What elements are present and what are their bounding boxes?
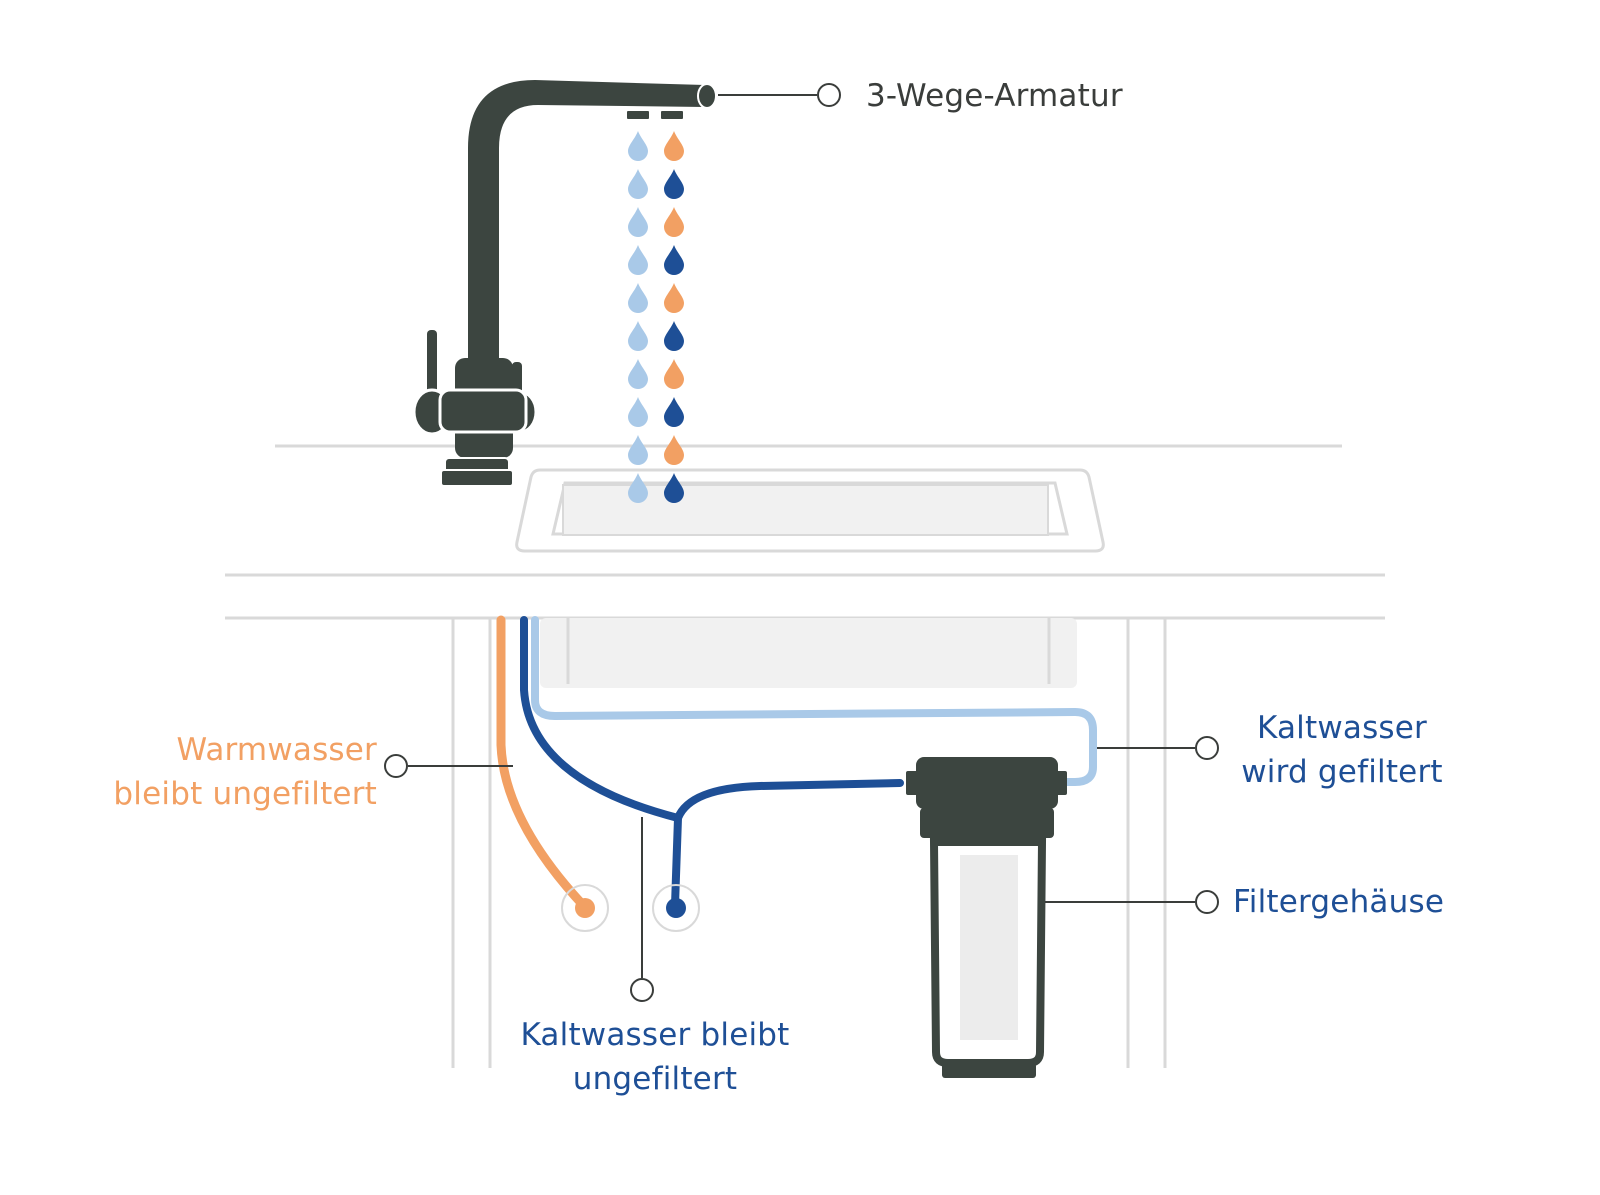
- filtered-water-drop: [628, 207, 648, 237]
- cold-water-pipe: [520, 616, 683, 909]
- cold-water-drop: [664, 473, 684, 503]
- filtered-water-drop: [628, 397, 648, 427]
- water-droplets: [628, 131, 684, 503]
- cold-water-branch: [674, 779, 904, 822]
- sink: [515, 468, 1105, 688]
- leader-lines: [384, 83, 1219, 1002]
- filtered-water-drop: [628, 283, 648, 313]
- warm-label-line1: Warmwasser: [176, 732, 377, 768]
- cold-unfiltered-label-line2: ungefiltert: [572, 1061, 738, 1097]
- filter-housing: [906, 757, 1067, 1078]
- cold-water-drop: [664, 245, 684, 275]
- warm-water-pipe: [496, 615, 588, 910]
- label-cold-unfiltered: Kaltwasser bleibt ungefiltert: [490, 1013, 820, 1101]
- label-filter-housing: Filtergehäuse: [1233, 880, 1444, 924]
- faucet-label-text: 3-Wege-Armatur: [866, 78, 1123, 114]
- filtered-water-drop: [628, 321, 648, 351]
- filtered-water-pipe: [531, 616, 1097, 786]
- warm-water-drop: [664, 283, 684, 313]
- filtered-water-drop: [628, 435, 648, 465]
- label-three-way-faucet: 3-Wege-Armatur: [866, 74, 1123, 118]
- housing-label-text: Filtergehäuse: [1233, 884, 1445, 920]
- filtered-water-drop: [628, 131, 648, 161]
- cold-filtered-label-line2: wird gefiltert: [1241, 754, 1443, 790]
- cold-water-drop: [664, 397, 684, 427]
- wall-valves: [561, 884, 700, 932]
- three-way-faucet: [412, 80, 717, 487]
- cold-filtered-label-line1: Kaltwasser: [1256, 710, 1428, 746]
- cold-water-drop: [664, 321, 684, 351]
- filtered-water-drop: [628, 359, 648, 389]
- label-warm-water: Warmwasser bleibt ungefiltert: [95, 728, 377, 816]
- filtered-water-drop: [628, 473, 648, 503]
- filtered-water-drop: [628, 169, 648, 199]
- filtered-water-drop: [628, 245, 648, 275]
- cold-water-drop: [664, 169, 684, 199]
- warm-label-line2: bleibt ungefiltert: [113, 776, 377, 812]
- cold-unfiltered-label-line1: Kaltwasser bleibt: [520, 1017, 790, 1053]
- warm-water-drop: [664, 207, 684, 237]
- cabinet-walls: [451, 618, 1167, 1068]
- label-cold-filtered: Kaltwasser wird gefiltert: [1222, 706, 1462, 794]
- warm-water-drop: [664, 359, 684, 389]
- warm-water-drop: [664, 435, 684, 465]
- warm-water-drop: [664, 131, 684, 161]
- pipes: [496, 615, 1097, 910]
